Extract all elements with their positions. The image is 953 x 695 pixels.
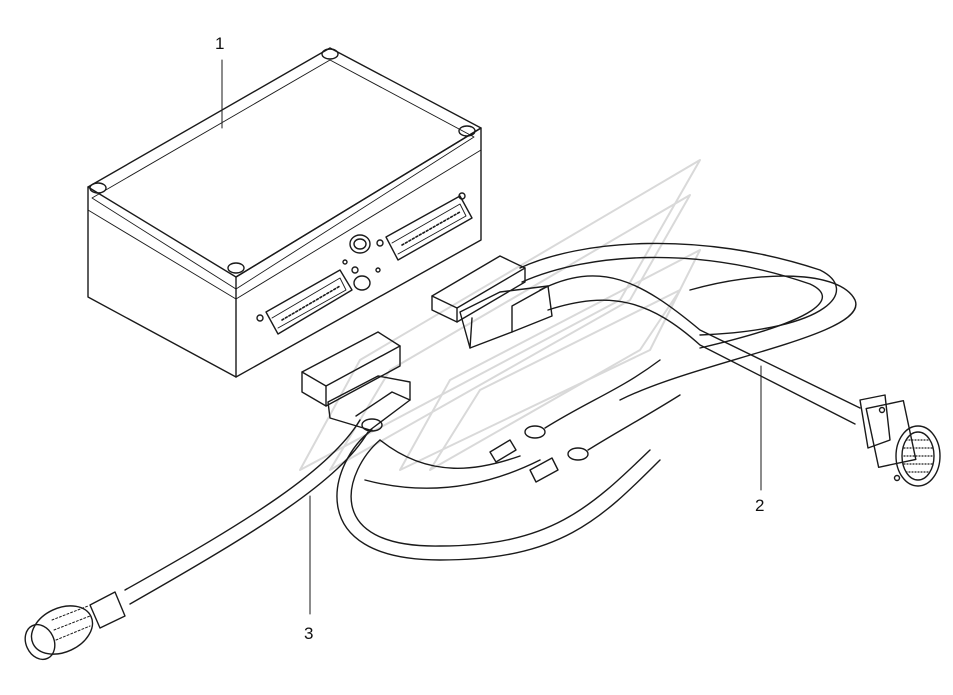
wiring-harness <box>431 242 941 487</box>
watermark-logo <box>299 159 701 471</box>
callout-1: 1 <box>215 34 225 53</box>
cable-assembly <box>24 331 681 661</box>
control-box <box>87 47 482 378</box>
leader-lines <box>221 59 762 615</box>
callout-3: 3 <box>304 624 314 643</box>
callout-2: 2 <box>755 496 765 515</box>
